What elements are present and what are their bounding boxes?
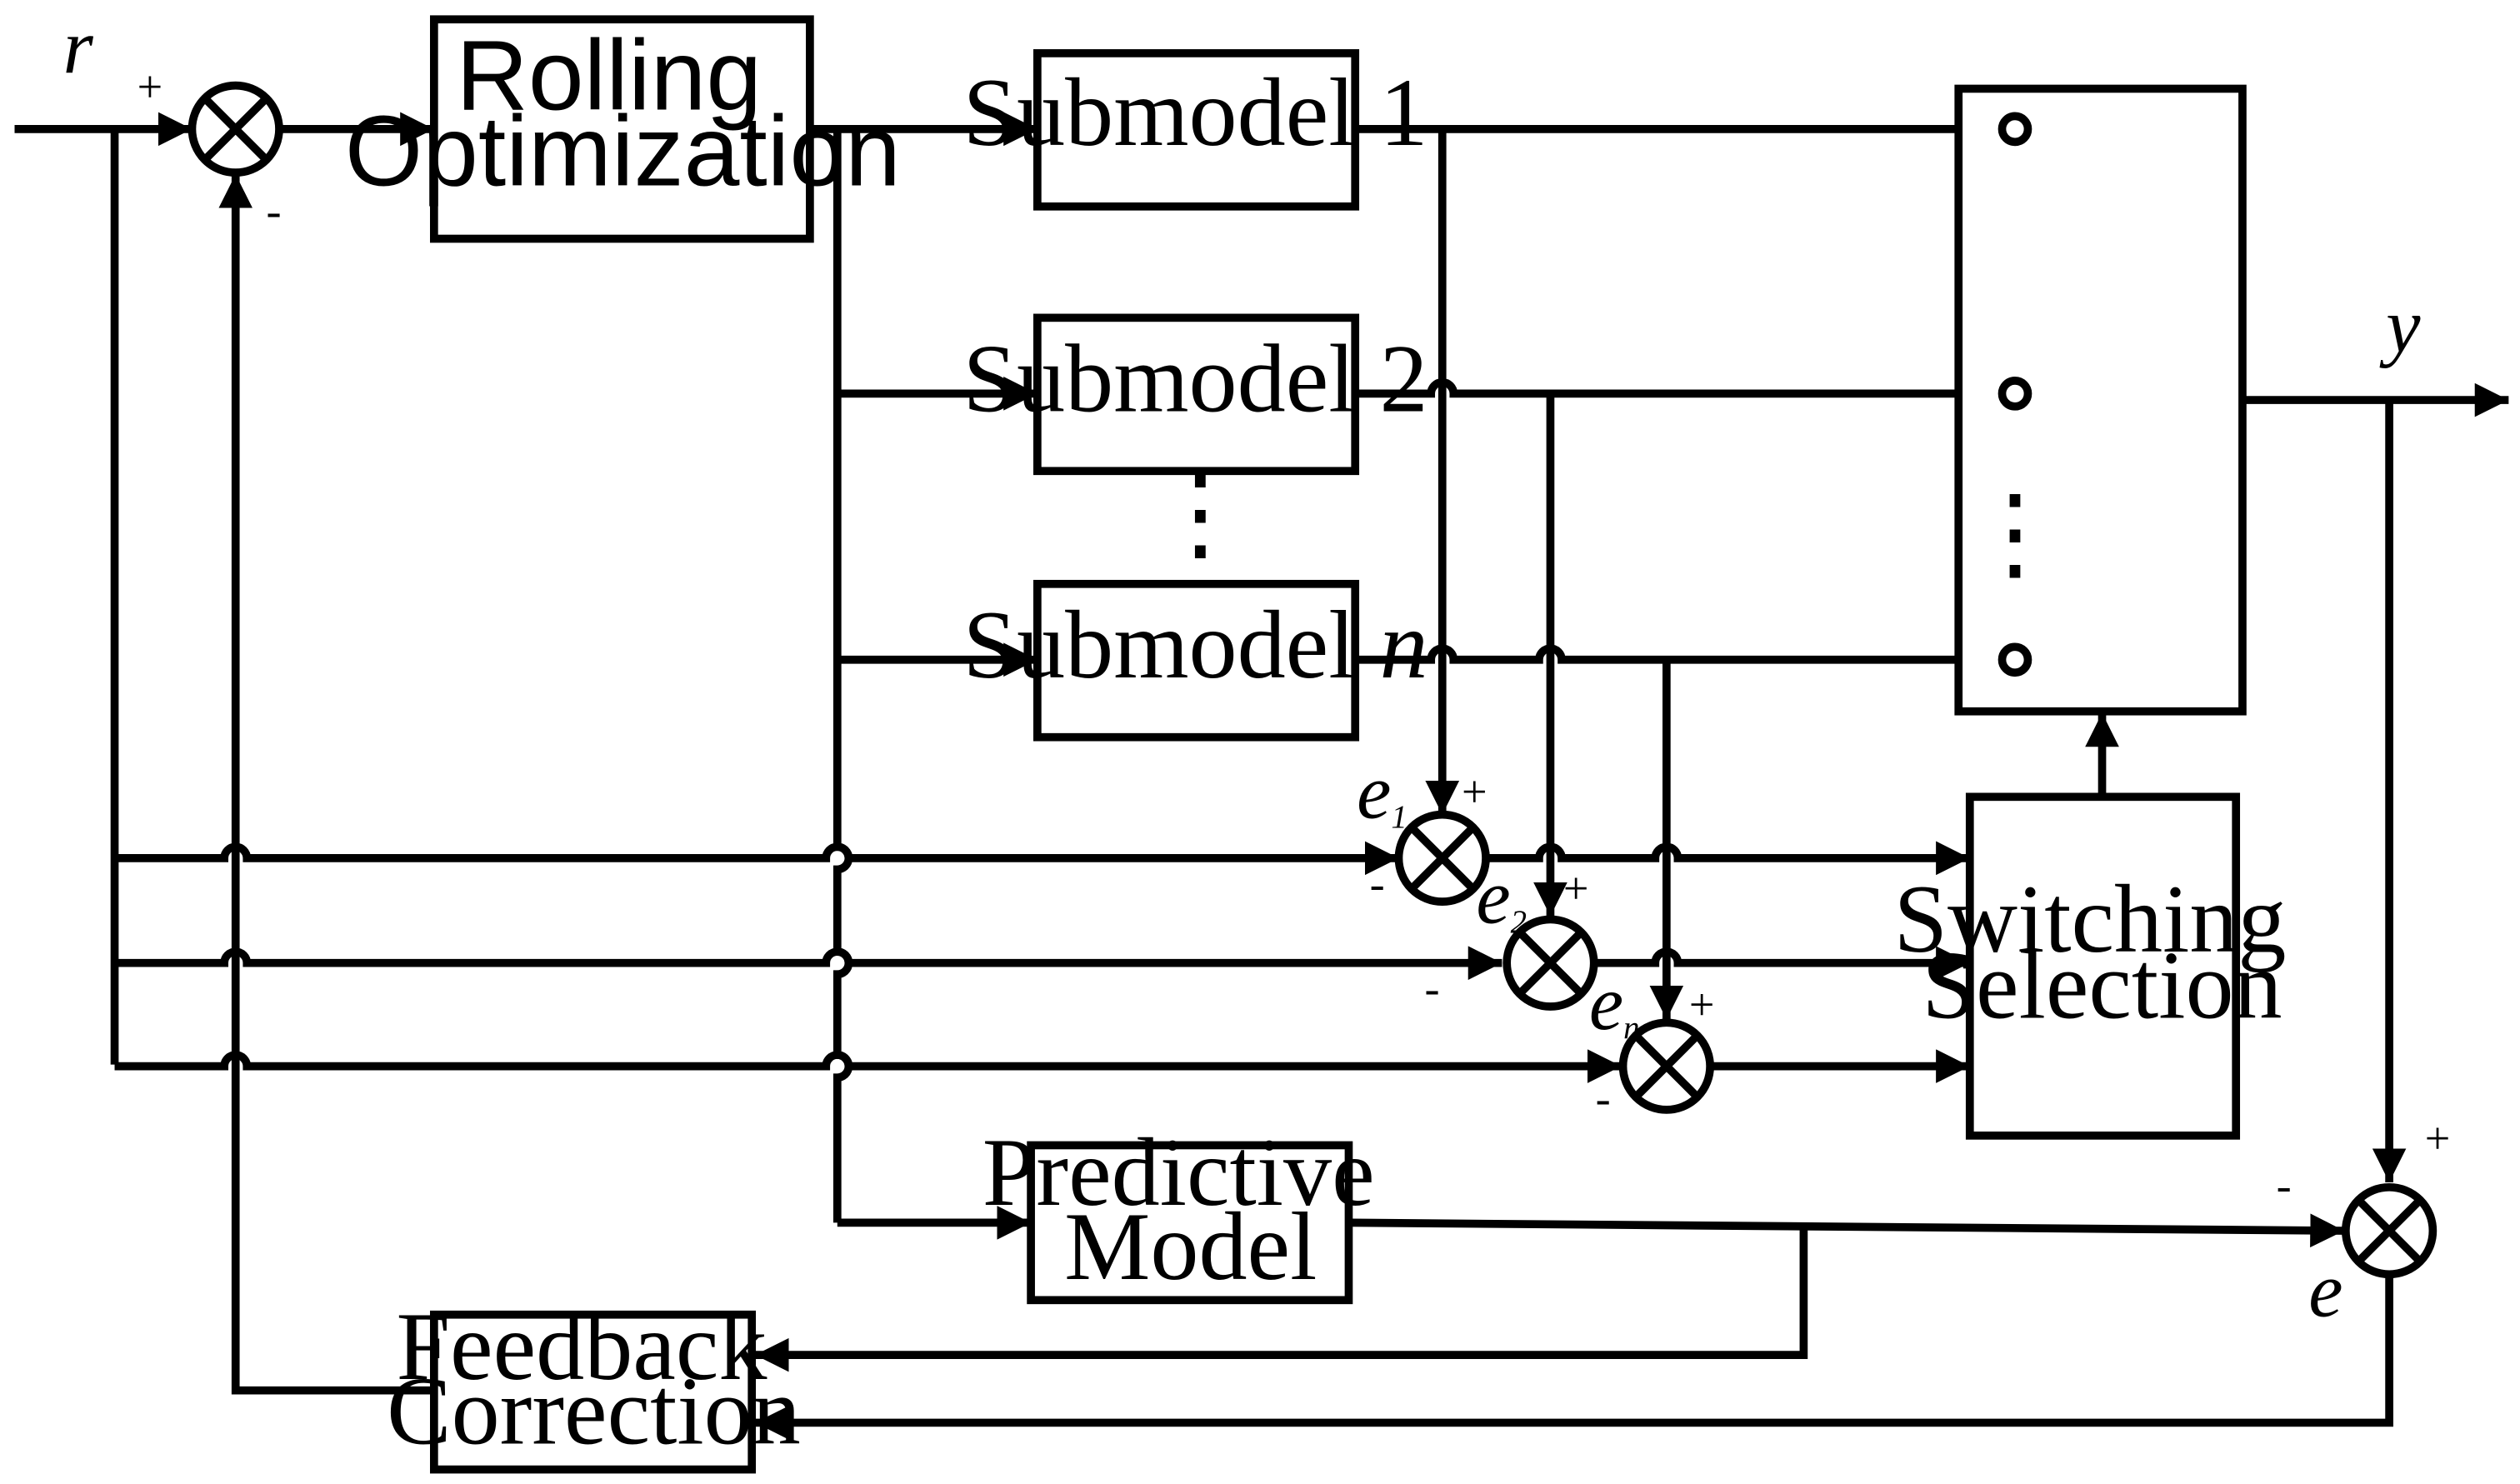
- switch-terminal-2: [1998, 377, 2032, 411]
- predictive-model-label: Predictive Model: [982, 1119, 1399, 1301]
- submodel-1-block: Submodel 1: [962, 49, 1428, 211]
- sign-minus-e: -: [2277, 1160, 2292, 1210]
- wire-r-to-sum-e1: [114, 841, 1399, 876]
- sign-minus-input: -: [267, 186, 282, 236]
- wire-r-to-sum-en: [114, 1049, 1622, 1083]
- signal-label-en: en: [1589, 961, 1640, 1047]
- predictive-model-block: Predictive Model: [982, 1119, 1399, 1305]
- signal-label-e2: e2: [1476, 854, 1527, 940]
- feedback-correction-block: Feedback Correction: [387, 1293, 801, 1474]
- submodel-ellipsis: ⋮: [1148, 457, 1252, 571]
- summing-junction-e2: [1502, 915, 1598, 1011]
- signal-label-e1: e1: [1357, 749, 1408, 835]
- feedback-correction-label: Feedback Correction: [387, 1293, 801, 1465]
- sign-minus-e1: -: [1370, 858, 1385, 908]
- summing-junction-e1: [1394, 810, 1490, 906]
- signal-label-e: e: [2308, 1248, 2342, 1334]
- switching-selection-block: Switching Selection: [1893, 792, 2310, 1140]
- sign-plus-e2: +: [1563, 863, 1589, 913]
- summing-junction-e: [2342, 1182, 2438, 1279]
- wire-feedback-to-sum1: [218, 174, 434, 1395]
- wire-e-to-feedback: [755, 1274, 2393, 1440]
- wire-e2-to-selection: [1592, 946, 1970, 981]
- wire-predictive-to-feedback: [755, 1226, 1808, 1372]
- submodel-n-label: Submodel n: [962, 592, 1428, 699]
- sign-plus-e: +: [2425, 1113, 2451, 1163]
- submodel-2-label: Submodel 2: [962, 326, 1428, 433]
- wire-subn-out: [1357, 644, 2002, 664]
- sign-plus-e1: +: [1462, 767, 1488, 817]
- sign-plus-en: +: [1689, 979, 1715, 1029]
- summing-junction-input: [188, 81, 283, 177]
- signal-label-y: y: [2379, 283, 2421, 369]
- signal-wires: [14, 112, 2509, 1440]
- sign-labels: + - + - + - + - + -: [138, 62, 2451, 1210]
- sign-minus-e2: -: [1424, 963, 1439, 1013]
- rolling-optimization-block: Rolling Optimization: [345, 15, 901, 243]
- submodel-1-label: Submodel 1: [962, 59, 1428, 167]
- wire-sub2-out: [1357, 377, 2002, 398]
- rolling-optimization-label: Rolling Optimization: [345, 20, 901, 207]
- sign-plus-input: +: [138, 62, 163, 112]
- switching-selection-label: Switching Selection: [1893, 866, 2310, 1039]
- wire-predictive-to-sum-e: [1350, 1213, 2344, 1248]
- submodel-n-block: Submodel n: [962, 579, 1428, 742]
- summing-junction-en: [1618, 1018, 1714, 1114]
- signal-label-r: r: [63, 4, 94, 90]
- submodel-2-block: Submodel 2: [962, 313, 1428, 476]
- switch-terminal-n: [1998, 642, 2032, 677]
- wire-r-to-sum-e2: [114, 946, 1502, 981]
- wire-opt-bus: [832, 128, 853, 1223]
- wire-e1-to-selection: [1487, 841, 1970, 876]
- switch-block: ⋮: [1954, 84, 2247, 716]
- switch-terminal-1: [1998, 112, 2032, 147]
- switch-ellipsis: ⋮: [1963, 476, 2067, 590]
- sign-minus-en: -: [1596, 1073, 1611, 1123]
